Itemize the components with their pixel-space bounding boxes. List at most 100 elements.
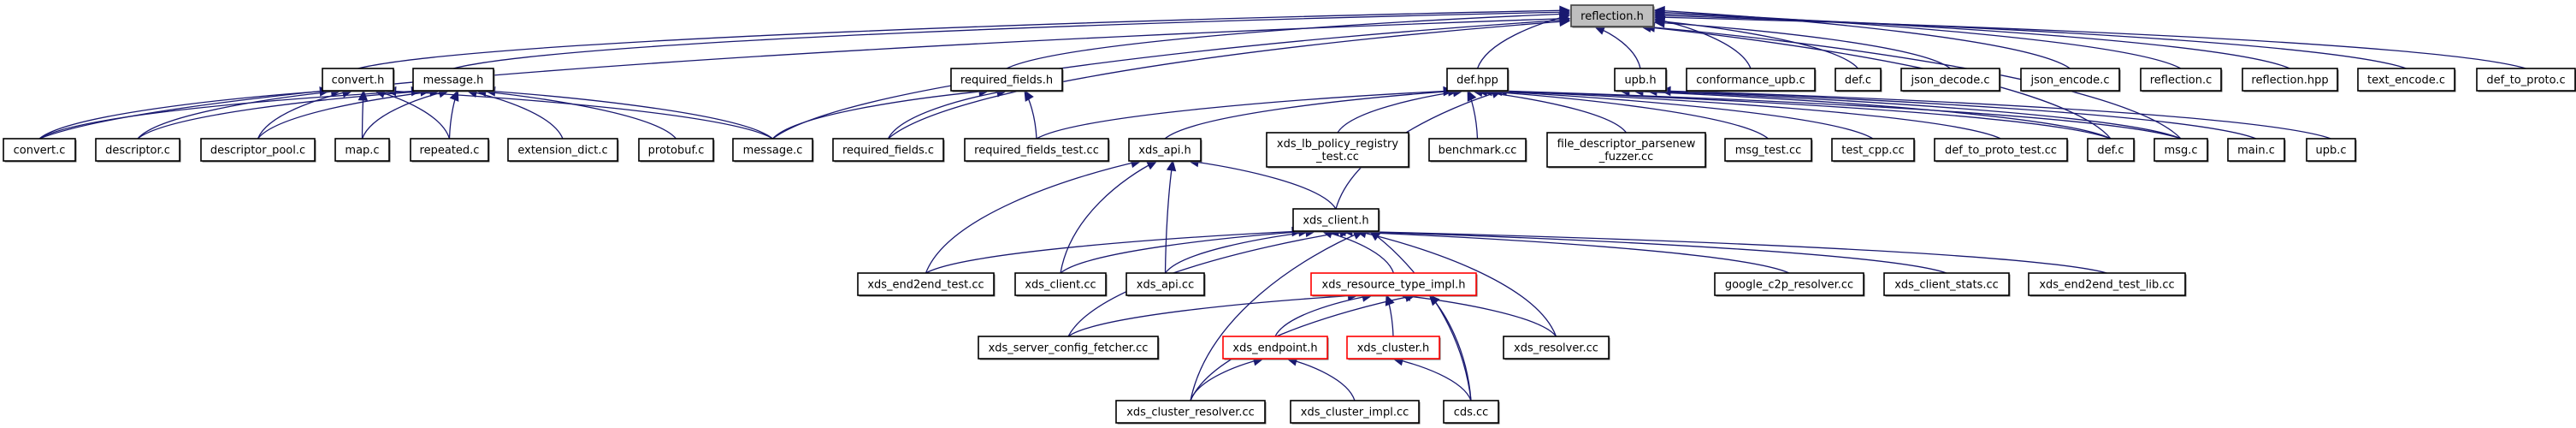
- node-box[interactable]: [964, 138, 1109, 162]
- node-box[interactable]: [2020, 68, 2120, 92]
- node-box[interactable]: [322, 68, 394, 92]
- node-box[interactable]: [832, 138, 944, 162]
- node-xds-cluster-resolver-cc[interactable]: xds_cluster_resolver.cc: [1115, 400, 1267, 425]
- node-box[interactable]: [3, 138, 76, 162]
- node-box[interactable]: [1428, 138, 1527, 162]
- node-xds-resolver-cc[interactable]: xds_resolver.cc: [1503, 336, 1610, 360]
- node-box[interactable]: [732, 138, 813, 162]
- node-repeated-c[interactable]: repeated.c: [410, 138, 490, 163]
- node-box[interactable]: [1310, 272, 1477, 296]
- node-box[interactable]: [1546, 132, 1706, 168]
- node-text-encode-c[interactable]: text_encode.c: [2357, 68, 2456, 92]
- node-box[interactable]: [950, 68, 1063, 92]
- node-msg-test-cc[interactable]: msg_test.cc: [1724, 138, 1813, 163]
- node-box[interactable]: [1222, 336, 1328, 360]
- node-required-fields-test-cc[interactable]: required_fields_test.cc: [964, 138, 1110, 163]
- node-map-c[interactable]: map.c: [334, 138, 391, 163]
- node-reflection-h[interactable]: reflection.h: [1570, 4, 1655, 28]
- node-main-c[interactable]: main.c: [2227, 138, 2286, 163]
- node-cds-cc[interactable]: cds.cc: [1443, 400, 1500, 425]
- node-box[interactable]: [978, 336, 1159, 360]
- node-reflection-c[interactable]: reflection.c: [2140, 68, 2223, 92]
- node-message-c[interactable]: message.c: [732, 138, 814, 163]
- node-def-hpp[interactable]: def.hpp: [1446, 68, 1510, 92]
- node-box[interactable]: [412, 68, 494, 92]
- node-box[interactable]: [200, 138, 316, 162]
- node-test-cpp-cc[interactable]: test_cpp.cc: [1831, 138, 1916, 163]
- node-json-encode-c[interactable]: json_encode.c: [2020, 68, 2121, 92]
- node-box[interactable]: [334, 138, 390, 162]
- node-descriptor-c[interactable]: descriptor.c: [95, 138, 181, 163]
- node-box[interactable]: [507, 138, 618, 162]
- node-upb-h[interactable]: upb.h: [1614, 68, 1668, 92]
- node-google-c2p-resolver-cc[interactable]: google_c2p_resolver.cc: [1714, 272, 1865, 297]
- node-convert-c[interactable]: convert.c: [3, 138, 77, 163]
- node-xds-endpoint-h[interactable]: xds_endpoint.h: [1222, 336, 1329, 360]
- node-box[interactable]: [2476, 68, 2576, 92]
- node-message-h[interactable]: message.h: [412, 68, 495, 92]
- node-box[interactable]: [2087, 138, 2135, 162]
- node-xds-client-h[interactable]: xds_client.h: [1292, 208, 1380, 233]
- node-xds-server-config-fetcher-cc[interactable]: xds_server_config_fetcher.cc: [978, 336, 1160, 360]
- node-box[interactable]: [2306, 138, 2356, 162]
- node-box[interactable]: [1290, 400, 1420, 424]
- node-box[interactable]: [1292, 208, 1380, 232]
- node-def-to-proto-test-cc[interactable]: def_to_proto_test.cc: [1934, 138, 2069, 163]
- node-xds-client-stats-cc[interactable]: xds_client_stats.cc: [1883, 272, 2011, 297]
- node-def-c-top[interactable]: def.c: [1835, 68, 1882, 92]
- node-xds-end2end-test-lib-cc[interactable]: xds_end2end_test_lib.cc: [2028, 272, 2187, 297]
- node-box[interactable]: [1446, 68, 1509, 92]
- node-extension-dict-c[interactable]: extension_dict.c: [507, 138, 619, 163]
- node-box[interactable]: [857, 272, 995, 296]
- node-xds-api-h[interactable]: xds_api.h: [1128, 138, 1202, 163]
- node-box[interactable]: [1934, 138, 2068, 162]
- node-conformance-upb-c[interactable]: conformance_upb.c: [1686, 68, 1817, 92]
- node-xds-api-cc[interactable]: xds_api.cc: [1126, 272, 1206, 297]
- node-xds-lb-policy-registry-test-cc[interactable]: xds_lb_policy_registry_test.cc: [1266, 132, 1410, 169]
- node-xds-cluster-impl-cc[interactable]: xds_cluster_impl.cc: [1290, 400, 1421, 425]
- node-xds-end2end-test-cc[interactable]: xds_end2end_test.cc: [857, 272, 996, 297]
- node-box[interactable]: [1900, 68, 2000, 92]
- node-box[interactable]: [2357, 68, 2455, 92]
- node-def-c-low[interactable]: def.c: [2087, 138, 2136, 163]
- node-box[interactable]: [1266, 132, 1409, 168]
- node-box[interactable]: [1883, 272, 2010, 296]
- node-protobuf-c[interactable]: protobuf.c: [638, 138, 715, 163]
- node-required-fields-h[interactable]: required_fields.h: [950, 68, 1064, 92]
- node-json-decode-c[interactable]: json_decode.c: [1900, 68, 2001, 92]
- node-box[interactable]: [2028, 272, 2186, 296]
- node-box[interactable]: [1128, 138, 1202, 162]
- node-box[interactable]: [2227, 138, 2285, 162]
- node-reflection-hpp[interactable]: reflection.hpp: [2242, 68, 2339, 92]
- node-benchmark-cc[interactable]: benchmark.cc: [1428, 138, 1527, 163]
- node-xds-client-cc[interactable]: xds_client.cc: [1014, 272, 1108, 297]
- node-box[interactable]: [1115, 400, 1266, 424]
- node-convert-h[interactable]: convert.h: [322, 68, 395, 92]
- node-upb-c[interactable]: upb.c: [2306, 138, 2357, 163]
- node-box[interactable]: [2154, 138, 2208, 162]
- node-box[interactable]: [1014, 272, 1107, 296]
- node-box[interactable]: [1714, 272, 1864, 296]
- node-box[interactable]: [95, 138, 180, 162]
- node-file-descriptor-parsenew-fuzzer-cc[interactable]: file_descriptor_parsenew_fuzzer.cc: [1546, 132, 1707, 169]
- node-msg-c[interactable]: msg.c: [2154, 138, 2209, 163]
- node-box[interactable]: [2242, 68, 2338, 92]
- node-box[interactable]: [638, 138, 714, 162]
- node-box[interactable]: [1346, 336, 1440, 360]
- node-box[interactable]: [1570, 4, 1654, 27]
- node-descriptor-pool-c[interactable]: descriptor_pool.c: [200, 138, 316, 163]
- node-box[interactable]: [1126, 272, 1205, 296]
- node-box[interactable]: [1503, 336, 1610, 360]
- node-box[interactable]: [410, 138, 489, 162]
- node-box[interactable]: [1686, 68, 1816, 92]
- node-box[interactable]: [1835, 68, 1882, 92]
- node-xds-cluster-h[interactable]: xds_cluster.h: [1346, 336, 1441, 360]
- node-required-fields-c[interactable]: required_fields.c: [832, 138, 945, 163]
- node-box[interactable]: [2140, 68, 2222, 92]
- node-def-to-proto-c[interactable]: def_to_proto.c: [2476, 68, 2576, 92]
- node-box[interactable]: [1443, 400, 1499, 424]
- node-box[interactable]: [1614, 68, 1667, 92]
- node-box[interactable]: [1831, 138, 1915, 162]
- node-xds-resource-type-impl-h[interactable]: xds_resource_type_impl.h: [1310, 272, 1478, 297]
- node-box[interactable]: [1724, 138, 1812, 162]
